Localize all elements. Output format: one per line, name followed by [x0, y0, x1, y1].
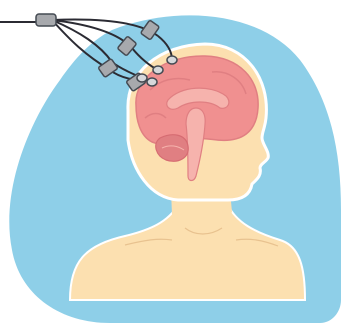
- scalp-contact: [147, 78, 157, 86]
- scalp-contact: [153, 66, 163, 74]
- cerebellum: [156, 135, 188, 162]
- scalp-contact: [137, 74, 147, 82]
- scalp-contact: [167, 56, 177, 64]
- wire-hub: [36, 14, 56, 26]
